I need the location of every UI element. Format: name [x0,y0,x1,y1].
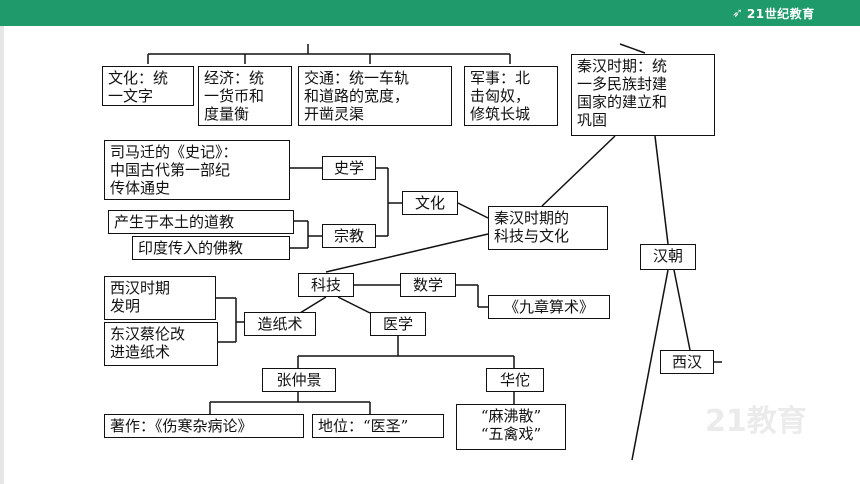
box-technology: 科技 [298,273,354,297]
logo-runner-icon: ➶ [732,5,743,21]
box-xihan-invent: 西汉时期 发明 [104,276,216,320]
box-buddhism: 印度传入的佛教 [132,236,290,260]
box-transport: 交通：统一车轨 和道路的宽度， 开凿灵渠 [298,66,452,126]
box-mafeisan-wuqinxi: “麻沸散” “五禽戏” [456,404,566,450]
box-religion: 宗教 [322,224,376,248]
logo-text: 21世纪教育 [746,6,815,21]
box-mathematics: 数学 [400,273,456,297]
watermark-logo: 21教育 [705,404,807,439]
top-banner: ➶ 21世纪教育 [0,0,860,26]
box-qinhan-period: 秦汉时期：统 一多民族封建 国家的建立和 巩固 [571,54,715,136]
box-huatuo: 华佗 [486,368,544,392]
box-qinhan-science-culture: 秦汉时期的 科技与文化 [488,206,608,250]
box-jiuzhang-suanshu: 《九章算术》 [488,295,610,319]
box-zhangzhongjing: 张仲景 [262,368,336,392]
box-han-dynasty: 汉朝 [640,244,696,270]
box-cailun: 东汉蔡伦改 进造纸术 [104,322,218,366]
box-culture-unify-script: 文化：统 一文字 [102,66,194,106]
box-culture: 文化 [402,191,458,215]
box-history: 史学 [322,156,376,180]
box-yisheng: 地位：“医圣” [312,414,444,438]
box-economy: 经济：统 一货币和 度量衡 [198,66,292,126]
box-medicine: 医学 [370,312,426,336]
box-taoism: 产生于本土的道教 [108,210,294,234]
box-papermaking: 造纸术 [244,312,316,336]
left-edge-strip [0,26,4,484]
box-military: 军事：北 击匈奴， 修筑长城 [464,66,558,126]
box-shiji: 司马迁的《史记》： 中国古代第一部纪 传体通史 [104,140,290,200]
box-xihan: 西汉 [660,350,714,374]
site-logo[interactable]: ➶ 21世纪教育 [732,3,852,23]
box-shanghan-zabing-lun: 著作：《伤寒杂病论》 [104,414,304,438]
